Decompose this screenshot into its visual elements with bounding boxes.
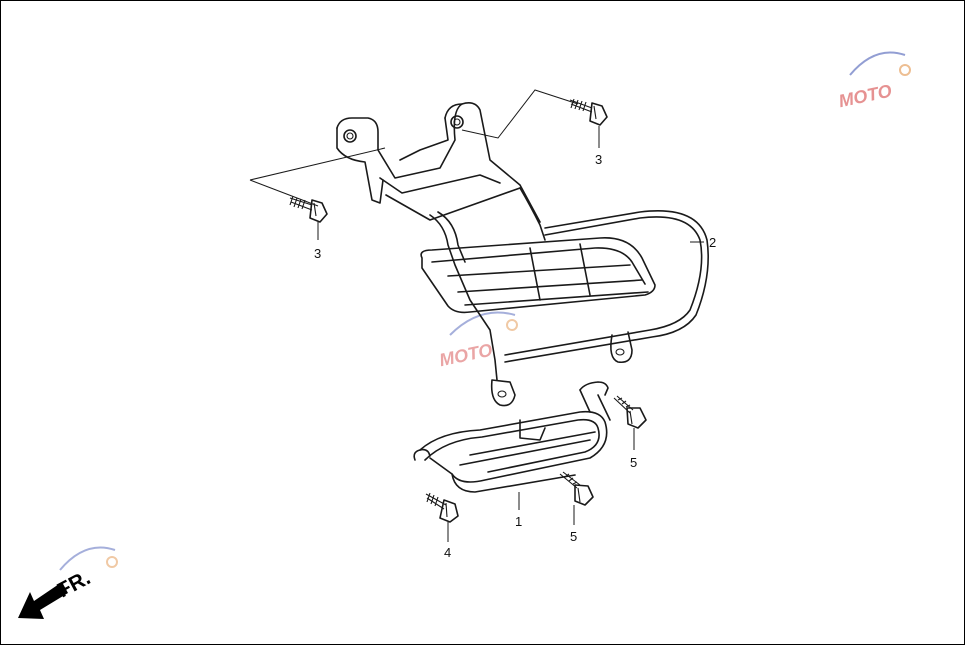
callout-1: 1	[515, 514, 522, 529]
callout-2: 2	[709, 235, 716, 250]
part-1-step-guard	[413, 381, 611, 493]
arrow-down-left-icon	[18, 582, 68, 619]
callout-4: 4	[444, 545, 451, 560]
front-direction-marker: FR.	[18, 566, 94, 619]
watermark-text-center: MOTO	[437, 340, 494, 371]
callout-3-right: 3	[595, 152, 602, 167]
part-2-rear-carrier	[336, 102, 709, 407]
callout-5-lower: 5	[570, 529, 577, 544]
bolt-3-right	[569, 98, 608, 126]
callout-5-upper: 5	[630, 455, 637, 470]
callout-3-left: 3	[314, 246, 321, 261]
watermark-logo-bottom-left	[59, 546, 118, 571]
watermark-logo-top-right: MOTO	[837, 51, 911, 112]
bolt-3-left	[289, 195, 328, 223]
watermark-text-top: MOTO	[837, 81, 894, 112]
leader-lines	[249, 89, 704, 542]
bolt-5-upper	[613, 395, 647, 429]
bolt-4	[425, 492, 459, 523]
bolt-5-lower	[559, 471, 594, 506]
